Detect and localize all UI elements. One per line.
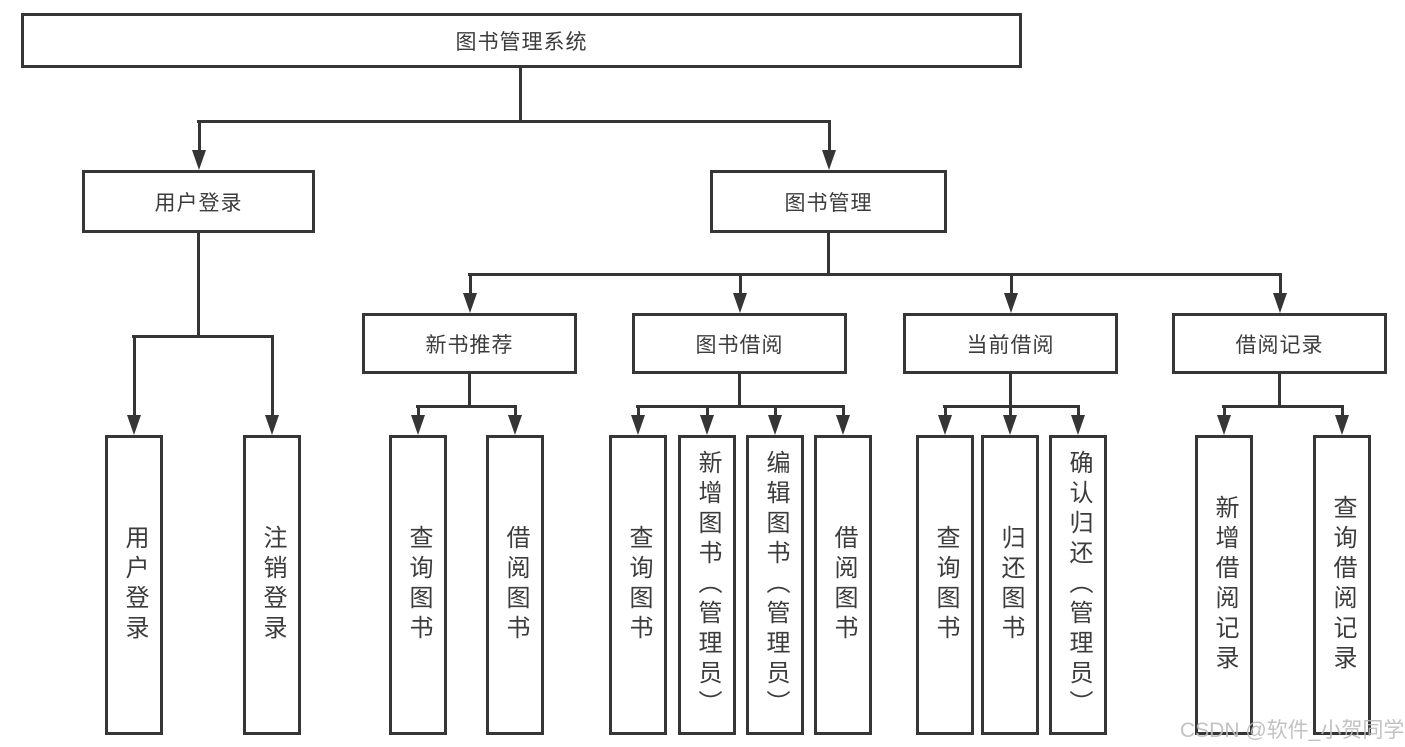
arrow-down-icon xyxy=(768,405,782,435)
leaf-label: 查询图书 xyxy=(932,525,959,645)
leaf-label: 归还图书 xyxy=(997,525,1024,645)
connector-bookborrow-stem xyxy=(738,374,741,408)
arrow-down-icon xyxy=(822,120,836,170)
arrow-down-icon xyxy=(1004,273,1018,313)
node-label: 新书推荐 xyxy=(425,333,514,357)
connector-bookmgmt-distributor xyxy=(468,273,1281,276)
node-new-book-recommend: 新书推荐 xyxy=(362,313,577,374)
arrow-down-icon xyxy=(508,405,522,435)
leaf-current-return-books: 归还图书 xyxy=(981,435,1039,735)
connector-root-distributor xyxy=(197,120,830,123)
leaf-newbooks-borrow-books: 借阅图书 xyxy=(486,435,544,735)
leaf-label: 新增图书（管理员） xyxy=(694,450,721,720)
leaf-label: 编辑图书（管理员） xyxy=(762,450,789,720)
connector-userlogin-stem xyxy=(197,233,200,337)
node-label: 借阅记录 xyxy=(1235,333,1324,357)
leaf-borrow-add-books-admin: 新增图书（管理员） xyxy=(678,435,736,735)
arrow-down-icon xyxy=(938,405,952,435)
leaf-borrow-edit-books-admin: 编辑图书（管理员） xyxy=(746,435,804,735)
leaf-label: 借阅图书 xyxy=(830,525,857,645)
connector-bookmgmt-stem xyxy=(827,233,830,276)
node-book-borrowing: 图书借阅 xyxy=(632,313,847,374)
node-label: 图书借阅 xyxy=(695,333,784,357)
leaf-user-login: 用户登录 xyxy=(105,435,163,735)
connector-userlogin-distributor xyxy=(132,335,274,338)
arrow-down-icon xyxy=(192,120,206,170)
arrow-down-icon xyxy=(265,335,279,435)
arrow-down-icon xyxy=(733,273,747,313)
node-root-library-system: 图书管理系统 xyxy=(21,13,1022,68)
arrow-down-icon xyxy=(463,273,477,313)
arrow-down-icon xyxy=(1003,405,1017,435)
arrow-down-icon xyxy=(1335,405,1349,435)
node-current-borrowing: 当前借阅 xyxy=(903,313,1118,374)
connector-newbooks-distributor xyxy=(416,405,517,408)
leaf-label: 查询借阅记录 xyxy=(1329,495,1356,675)
node-label: 用户登录 xyxy=(154,191,243,215)
leaf-newbooks-query-books: 查询图书 xyxy=(389,435,447,735)
leaf-label: 确认归还（管理员） xyxy=(1065,450,1092,720)
leaf-current-confirm-return-admin: 确认归还（管理员） xyxy=(1049,435,1107,735)
arrow-down-icon xyxy=(631,405,645,435)
leaf-records-add-record: 新增借阅记录 xyxy=(1195,435,1253,735)
arrow-down-icon xyxy=(1217,405,1231,435)
csdn-watermark: CSDN @软件_小贺同学 xyxy=(1180,719,1405,742)
leaf-label: 查询图书 xyxy=(625,525,652,645)
node-user-login: 用户登录 xyxy=(82,170,315,233)
arrow-down-icon xyxy=(1273,273,1287,313)
leaf-borrow-borrow-books: 借阅图书 xyxy=(814,435,872,735)
connector-bookborrow-distributor xyxy=(636,405,844,408)
connector-currentborrow-stem xyxy=(1009,374,1012,408)
connector-borrowrecords-stem xyxy=(1278,374,1281,408)
connector-newbooks-stem xyxy=(468,374,471,408)
node-label: 当前借阅 xyxy=(966,333,1055,357)
node-book-management: 图书管理 xyxy=(710,170,947,233)
leaf-records-query-record: 查询借阅记录 xyxy=(1313,435,1371,735)
arrow-down-icon xyxy=(127,335,141,435)
leaf-label: 借阅图书 xyxy=(502,525,529,645)
arrow-down-icon xyxy=(411,405,425,435)
leaf-label: 用户登录 xyxy=(121,525,148,645)
connector-borrowrecords-distributor xyxy=(1222,405,1343,408)
leaf-borrow-query-books: 查询图书 xyxy=(609,435,667,735)
leaf-label: 查询图书 xyxy=(405,525,432,645)
leaf-label: 注销登录 xyxy=(259,525,286,645)
node-label: 图书管理系统 xyxy=(455,30,588,54)
leaf-logout: 注销登录 xyxy=(243,435,301,735)
arrow-down-icon xyxy=(700,405,714,435)
leaf-current-query-books: 查询图书 xyxy=(916,435,974,735)
node-label: 图书管理 xyxy=(784,191,873,215)
arrow-down-icon xyxy=(1071,405,1085,435)
node-borrow-records: 借阅记录 xyxy=(1172,313,1387,374)
leaf-label: 新增借阅记录 xyxy=(1211,495,1238,675)
connector-root-stem xyxy=(519,68,522,123)
arrow-down-icon xyxy=(836,405,850,435)
